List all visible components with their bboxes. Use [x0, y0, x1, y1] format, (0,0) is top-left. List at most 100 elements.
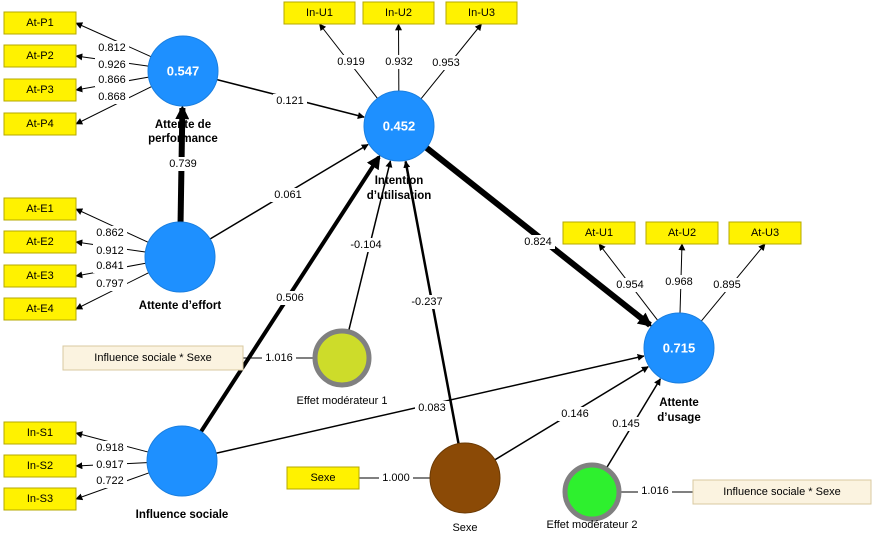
path-coef-em2-to-au-bg [609, 417, 643, 431]
indicator-au-1[interactable]: At-U1 [562, 221, 636, 245]
loading-au-3-bg [710, 278, 744, 292]
indicator-box[interactable] [3, 454, 77, 478]
loading-em1-1: 1.016 [262, 351, 296, 365]
loading-ate-2-bg [93, 244, 127, 258]
loading-atp-1-text: 0.812 [98, 42, 126, 54]
path-coef-em1-to-iu-bg [346, 238, 386, 252]
indicator-ate-1[interactable]: At-E1 [3, 197, 77, 221]
construct-em1[interactable]: Effet modérateur 1 [297, 328, 388, 407]
path-coef-is-to-iu-bg [273, 291, 307, 305]
path-coef-em1-to-iu: -0.104 [346, 238, 386, 252]
indicator-box[interactable] [3, 112, 77, 136]
indicator-box[interactable] [3, 421, 77, 445]
construct-em2[interactable]: Effet modérateur 2 [547, 462, 638, 531]
loading-atp-2: 0.926 [95, 58, 129, 72]
construct-circle[interactable] [643, 312, 715, 384]
indicator-box[interactable] [3, 78, 77, 102]
loading-line-atp-1 [75, 22, 152, 58]
indicator-box[interactable] [562, 221, 636, 245]
indicator-ate-2[interactable]: At-E2 [3, 230, 77, 254]
indicator-box[interactable] [645, 221, 719, 245]
loading-em2-1-bg [638, 484, 672, 498]
path-coef-ate-to-atp-bg [166, 157, 200, 171]
indicator-box[interactable] [283, 1, 356, 25]
r-squared-value: 0.547 [167, 64, 200, 79]
construct-circle[interactable] [312, 328, 372, 388]
construct-circle[interactable] [363, 90, 435, 162]
indicator-em1-1[interactable]: Influence sociale * Sexe [62, 345, 244, 371]
construct-circle[interactable] [429, 442, 501, 514]
loading-ate-1: 0.862 [93, 226, 127, 240]
construct-label: Effet modérateur 1 [297, 395, 388, 407]
construct-ate[interactable]: Attente d’effort [139, 221, 222, 312]
construct-circle[interactable] [147, 35, 219, 107]
path-coef-ate-to-iu-text: 0.061 [274, 189, 302, 201]
construct-label: Intention [375, 175, 424, 187]
indicator-iu-2[interactable]: In-U2 [362, 1, 435, 25]
indicator-atp-4[interactable]: At-P4 [3, 112, 77, 136]
indicator-box[interactable] [3, 197, 77, 221]
indicator-box[interactable] [3, 264, 77, 288]
indicator-label: Influence sociale * Sexe [94, 352, 211, 364]
construct-circle[interactable] [562, 462, 622, 522]
indicator-box[interactable] [3, 44, 77, 68]
links-layer: 0.1210.7390.0610.506-0.104-0.2370.8240.0… [166, 78, 662, 470]
loading-au-2-bg [662, 275, 696, 289]
r-squared-value: 0.452 [383, 119, 416, 134]
indicator-au-3[interactable]: At-U3 [728, 221, 802, 245]
loading-iu-1: 0.919 [334, 55, 368, 69]
construct-label: Influence sociale [136, 509, 229, 521]
indicator-atp-3[interactable]: At-P3 [3, 78, 77, 102]
indicator-atp-1[interactable]: At-P1 [3, 11, 77, 35]
indicator-ate-4[interactable]: At-E4 [3, 297, 77, 321]
loading-ate-1-bg [93, 226, 127, 240]
indicator-box[interactable] [3, 487, 77, 511]
loading-ate-4: 0.797 [93, 277, 127, 291]
indicator-ate-3[interactable]: At-E3 [3, 264, 77, 288]
path-coef-iu-to-au-text: 0.824 [524, 236, 552, 248]
indicator-box[interactable] [362, 1, 435, 25]
indicator-is-3[interactable]: In-S3 [3, 487, 77, 511]
indicator-em2-1[interactable]: Influence sociale * Sexe [692, 479, 872, 505]
indicator-iu-1[interactable]: In-U1 [283, 1, 356, 25]
loading-is-1-bg [93, 441, 127, 455]
indicator-box[interactable] [286, 466, 360, 490]
path-coef-is-to-au-text: 0.083 [418, 402, 446, 414]
indicator-box[interactable] [445, 1, 518, 25]
construct-sexe[interactable]: Sexe [429, 442, 501, 534]
path-coef-sexe-to-iu-text: -0.237 [411, 296, 442, 308]
indicator-label: At-P3 [26, 84, 54, 96]
loading-iu-3-bg [429, 56, 463, 70]
indicator-is-1[interactable]: In-S1 [3, 421, 77, 445]
indicator-label: At-U2 [668, 227, 696, 239]
path-coef-iu-to-au-bg [521, 235, 555, 249]
indicator-box[interactable] [692, 479, 872, 505]
loading-iu-1-bg [334, 55, 368, 69]
indicator-box[interactable] [3, 11, 77, 35]
loading-line-atp-4 [75, 86, 152, 125]
construct-circle[interactable] [146, 425, 218, 497]
loading-is-2: 0.917 [93, 458, 127, 472]
indicator-sexe-1[interactable]: Sexe [286, 466, 360, 490]
path-coef-em1-to-iu-text: -0.104 [350, 239, 381, 251]
indicator-box[interactable] [3, 230, 77, 254]
construct-label: Attente d’effort [139, 300, 222, 312]
indicator-label: In-U2 [385, 7, 412, 19]
loading-iu-2: 0.932 [382, 55, 416, 69]
indicator-label: In-S3 [27, 493, 53, 505]
indicator-box[interactable] [728, 221, 802, 245]
loading-ate-3: 0.841 [93, 259, 127, 273]
indicator-atp-2[interactable]: At-P2 [3, 44, 77, 68]
indicator-box[interactable] [62, 345, 244, 371]
construct-is[interactable]: Influence sociale [136, 425, 229, 521]
indicator-au-2[interactable]: At-U2 [645, 221, 719, 245]
indicator-is-2[interactable]: In-S2 [3, 454, 77, 478]
indicator-iu-3[interactable]: In-U3 [445, 1, 518, 25]
construct-circle[interactable] [144, 221, 216, 293]
indicator-box[interactable] [3, 297, 77, 321]
